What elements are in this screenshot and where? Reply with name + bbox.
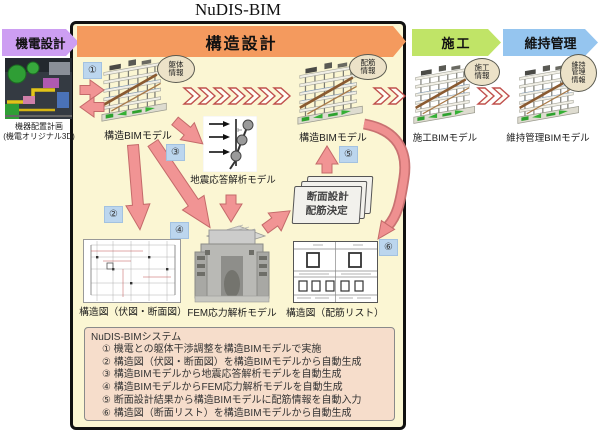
seismic-response-model-image (203, 116, 257, 172)
legend-item-5: ⑤ 断面設計結果から構造BIMモデルに配筋情報を自動入力 (102, 394, 362, 406)
structural-drawing-plan-label: 構造図（伏図・断面図） (79, 307, 187, 318)
step-badge-3: ③ (166, 144, 185, 161)
sheet-front: 断面設計 配筋決定 (291, 186, 363, 224)
chevron-icon (476, 87, 496, 105)
construction-bim-label: 施工BIMモデル (412, 133, 478, 144)
plant-caption-line2: (機電オリジナル3D) (3, 132, 75, 141)
phase-arrow-mechanical-electrical: 機電設計 (2, 29, 79, 56)
seismic-model-label: 地震応答解析モデル (190, 175, 276, 186)
legend-item-6: ⑥ 構造図（断面リスト）を構造BIMモデルから自動生成 (102, 407, 352, 419)
equipment-layout-3d-image (5, 58, 72, 119)
step-badge-4: ④ (170, 222, 189, 239)
legend-item-1: ① 機電との躯体干渉調整を構造BIMモデルで実施 (102, 344, 322, 355)
phase-arrow-maintenance: 維持管理 (503, 29, 598, 56)
legend-item-2: ② 構造図（伏図・断面図）を構造BIMモデルから自動生成 (102, 356, 362, 368)
construction-info-oval: 施工 情報 (464, 58, 500, 86)
maintenance-bim-label: 維持管理BIMモデル (506, 133, 590, 144)
structural-drawing-plan-image (83, 239, 181, 303)
fem-model-label: FEM応力解析モデル (187, 308, 277, 319)
plant-caption-line1: 機器配置計画 (15, 122, 63, 131)
sheet-text-line2: 配筋決定 (305, 205, 348, 217)
page-title: NuDIS-BIM (195, 0, 281, 19)
structural-bim-label-right: 構造BIMモデル (299, 133, 367, 144)
rebar-list-drawing-image (293, 241, 378, 303)
step-badge-2: ② (104, 206, 123, 223)
phase-arrow-structural-design: 構造設計 (77, 26, 406, 57)
legend-item-3: ③ 構造BIMモデルから地震応答解析モデルを自動生成 (102, 369, 342, 381)
step-badge-5: ⑤ (339, 146, 358, 163)
legend-box: NuDIS-BIMシステム ① 機電との躯体干渉調整を構造BIMモデルで実施 ②… (84, 327, 395, 421)
phase-arrow-construction: 施工 (412, 29, 501, 56)
legend-item-4: ④ 構造BIMモデルからFEM応力解析モデルを自動生成 (102, 382, 343, 394)
rebar-list-label: 構造図（配筋リスト） (286, 308, 384, 319)
legend-title: NuDIS-BIMシステム (91, 332, 182, 343)
frame-info-oval: 躯体 情報 (157, 55, 195, 83)
structural-bim-label-left: 構造BIMモデル (104, 131, 172, 142)
step-badge-1: ① (83, 62, 102, 79)
sheet-text-line1: 断面設計 (306, 191, 349, 204)
rebar-info-oval: 配筋 情報 (349, 54, 387, 80)
step-badge-6: ⑥ (379, 239, 398, 256)
maintenance-info-oval: 維持 管理 情報 (560, 54, 597, 92)
section-design-sheets: 断面設計 配筋決定 (291, 176, 374, 226)
chevron-icon (491, 87, 511, 105)
fem-analysis-model-image (194, 224, 270, 303)
